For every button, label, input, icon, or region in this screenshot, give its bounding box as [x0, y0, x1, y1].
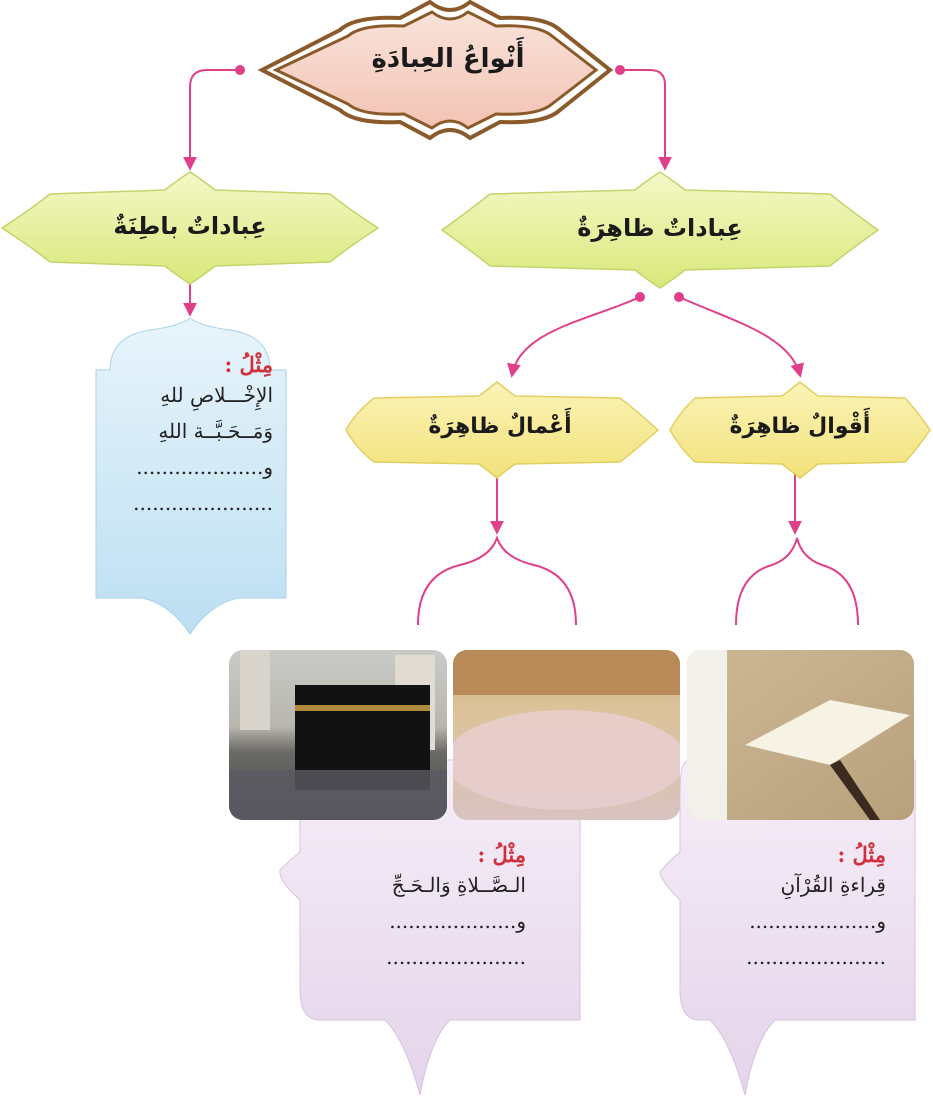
inner-example-line: ......................: [133, 491, 273, 515]
mosque-prayer-photo: [453, 650, 680, 820]
sayings-example-line: ......................: [746, 945, 886, 969]
deeds-label: أَعْمالٌ ظاهِرَةٌ: [428, 414, 572, 439]
sayings-shape: [669, 381, 931, 479]
title-badge: [257, 0, 614, 141]
page-title: أَنْواعُ العِبادَةِ: [371, 44, 525, 74]
connectors: [183, 69, 805, 535]
deeds-example-line: ......................: [386, 945, 526, 969]
sayings-example-box: [659, 759, 916, 1096]
inner-example-text: مِثْلُ : الإِخْـــلاصِ للهِ وَمَــحَـبَّ…: [105, 352, 273, 521]
inner-example-line: الإِخْـــلاصِ للهِ: [160, 383, 273, 407]
sayings-example-line: و....................: [749, 909, 886, 933]
deeds-example-line: و....................: [389, 909, 526, 933]
outer-worship-label: عِباداتٌ ظاهِرَةٌ: [577, 214, 743, 242]
inner-example-line: وَمَــحَـبَّــة اللهِ: [158, 419, 273, 443]
sayings-arch: [735, 537, 859, 626]
deeds-example-text: مِثْلُ : الـصَّــلاةِ وَالـحَـجِّ و.....…: [330, 842, 526, 975]
kaaba-pilgrims-photo: [229, 650, 447, 820]
deeds-example-line: الـصَّــلاةِ وَالـحَـجِّ: [391, 873, 526, 897]
deeds-example-box: [279, 759, 581, 1096]
deeds-example-heading: مِثْلُ :: [477, 842, 526, 867]
inner-worship-shape: [0, 171, 380, 285]
connector-dots: [235, 65, 684, 302]
inner-example-box: [95, 317, 287, 635]
sayings-example-heading: مِثْلُ :: [837, 842, 886, 867]
sayings-example-text: مِثْلُ : قِراءةِ القُرْآنِ و............…: [700, 842, 886, 975]
inner-example-line: و....................: [136, 455, 273, 479]
deeds-shape: [345, 381, 660, 479]
sayings-label: أَقْوالٌ ظاهِرَةٌ: [729, 414, 871, 439]
quran-reading-photo: [687, 650, 914, 820]
deeds-arch: [417, 534, 577, 626]
inner-example-heading: مِثْلُ :: [224, 352, 273, 377]
outer-worship-shape: [440, 171, 880, 289]
inner-worship-label: عِباداتٌ باطِنَةٌ: [113, 212, 267, 240]
sayings-example-line: قِراءةِ القُرْآنِ: [780, 873, 886, 897]
